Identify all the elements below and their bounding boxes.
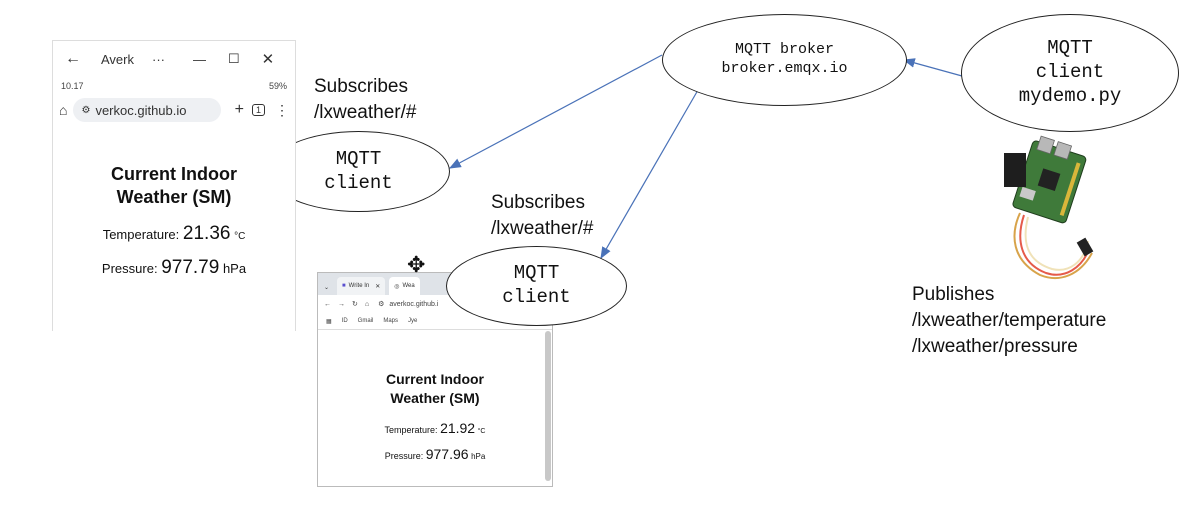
minimize-icon[interactable]: — (193, 51, 206, 67)
subscribes-label-phone: Subscribes /lxweather/# (314, 74, 416, 126)
desktop-heading-line2: Weather (SM) (390, 390, 480, 406)
desktop-tab-1[interactable]: ■ Write In ✕ (337, 277, 386, 295)
broker-host: broker.emqx.io (721, 60, 848, 77)
desktop-heading: Current Indoor Weather (SM) (318, 370, 552, 408)
desktop-heading-line1: Current Indoor (386, 371, 484, 387)
maximize-icon[interactable]: ☐ (228, 51, 240, 66)
phone-statusbar: 10.17 59% (53, 77, 295, 95)
phone-address-field[interactable]: ⚙ verkoc.github.io (73, 98, 221, 122)
phone-heading-line1: Current Indoor (111, 164, 237, 184)
apps-grid-icon[interactable]: ▦ (326, 318, 332, 325)
bookmark-3[interactable]: Maps (383, 318, 399, 324)
mqtt-publisher-client-node: MQTT client mydemo.py (961, 14, 1179, 132)
desktop-temp-value: 21.92 (440, 420, 476, 436)
subscribes-desktop-line1: Subscribes (491, 192, 585, 213)
phone-window-titlebar: ← Averk ··· — ☐ ✕ (53, 41, 295, 77)
home-icon[interactable]: ⌂ (59, 102, 68, 118)
desktop-temperature-row: Temperature: 21.92 °C (318, 420, 552, 436)
new-tab-icon[interactable]: + (234, 101, 244, 118)
desktop-temp-label: Temperature: (384, 425, 438, 435)
subscribes-label-desktop: Subscribes /lxweather/# (491, 190, 593, 242)
phone-pressure-row: Pressure: 977.79 hPa (53, 257, 295, 279)
tab2-favicon-icon: ◎ (394, 283, 400, 290)
publisher-line2: client (1035, 61, 1105, 84)
mqtt-broker-node: MQTT broker broker.emqx.io (662, 14, 907, 106)
phone-temp-unit: °C (234, 231, 246, 242)
phone-browser-screenshot: ← Averk ··· — ☐ ✕ 10.17 59% ⌂ ⚙ verkoc.g… (52, 40, 296, 331)
phone-urlbar: ⌂ ⚙ verkoc.github.io + 1 ⋮ (53, 95, 295, 125)
bookmark-4[interactable]: Jye (408, 318, 418, 324)
arrow-broker-to-phone-client (448, 54, 663, 169)
mqtt-desktop-client-node: MQTT client (446, 246, 627, 326)
arrow-publisher-to-broker (902, 58, 963, 77)
tab1-close-icon[interactable]: ✕ (375, 283, 381, 290)
desktop-url[interactable]: averkoc.github.i (389, 300, 439, 308)
phone-temp-value: 21.36 (182, 223, 231, 244)
site-settings-icon[interactable]: ⚙ (81, 104, 91, 116)
phone-pressure-value: 977.79 (161, 257, 220, 278)
phone-url: verkoc.github.io (95, 102, 187, 118)
tab-count-badge[interactable]: 1 (251, 104, 265, 116)
desktop-tab-2[interactable]: ◎ Wea (389, 277, 420, 295)
phone-temperature-row: Temperature: 21.36 °C (53, 223, 295, 245)
tab1-favicon-icon: ■ (342, 283, 346, 289)
more-dots-icon[interactable]: ··· (152, 51, 165, 67)
desktop-client-line2: client (502, 286, 571, 308)
back-arrow-icon[interactable]: ← (65, 50, 81, 67)
site-info-icon[interactable]: ⚙ (378, 301, 385, 308)
mqtt-phone-client-node: MQTT client (267, 131, 450, 212)
publishes-line2: /lxweather/temperature (912, 310, 1107, 331)
subscribes-desktop-line2: /lxweather/# (491, 218, 594, 239)
phone-window-title: Averk (101, 51, 134, 67)
publisher-line3: mydemo.py (1018, 84, 1122, 107)
bookmark-1[interactable]: ID (341, 318, 348, 324)
desktop-pressure-unit: hPa (471, 452, 486, 461)
bookmark-2[interactable]: Gmail (357, 318, 374, 324)
home-icon[interactable]: ⌂ (364, 300, 370, 308)
desktop-tab1-label: Write In (348, 283, 370, 289)
desktop-scrollbar[interactable] (545, 331, 551, 481)
tab-list-icon[interactable]: ⌄ (324, 285, 330, 291)
publishes-line3: /lxweather/pressure (912, 336, 1078, 357)
desktop-pressure-label: Pressure: (384, 451, 424, 461)
arrow-broker-to-desktop-client (600, 89, 699, 260)
subscribes-phone-line2: /lxweather/# (314, 102, 417, 123)
nav-forward-icon[interactable]: → (338, 300, 345, 308)
publisher-line1: MQTT (1047, 37, 1093, 60)
phone-temp-label: Temperature: (102, 227, 180, 242)
broker-title: MQTT broker (734, 41, 835, 59)
phone-pressure-unit: hPa (222, 261, 247, 276)
desktop-temp-unit: °C (477, 428, 486, 435)
reload-icon[interactable]: ↻ (352, 301, 358, 308)
desktop-pressure-value: 977.96 (425, 446, 469, 462)
desktop-tab2-label: Wea (402, 283, 415, 289)
desktop-pressure-row: Pressure: 977.96 hPa (318, 446, 552, 462)
phone-time: 10.17 (61, 81, 84, 91)
phone-heading: Current Indoor Weather (SM) (53, 163, 295, 209)
subscribes-phone-line1: Subscribes (314, 76, 408, 97)
phone-client-line1: MQTT (335, 147, 382, 170)
phone-pressure-label: Pressure: (101, 261, 158, 276)
phone-client-line2: client (324, 171, 393, 194)
phone-battery: 59% (268, 81, 287, 91)
nav-back-icon[interactable]: ← (324, 300, 331, 308)
move-cursor-icon: ✥ (407, 252, 426, 277)
close-icon[interactable]: ✕ (261, 51, 275, 68)
publishes-label: Publishes /lxweather/temperature /lxweat… (912, 282, 1106, 360)
phone-heading-line2: Weather (SM) (116, 187, 232, 207)
desktop-bookmarks-bar: ▦ ID Gmail Maps Jye (318, 313, 552, 330)
raspberry-pi-board-image (1004, 135, 1094, 279)
menu-icon[interactable]: ⋮ (275, 101, 289, 118)
publishes-line1: Publishes (912, 284, 995, 305)
desktop-client-line1: MQTT (513, 262, 560, 285)
